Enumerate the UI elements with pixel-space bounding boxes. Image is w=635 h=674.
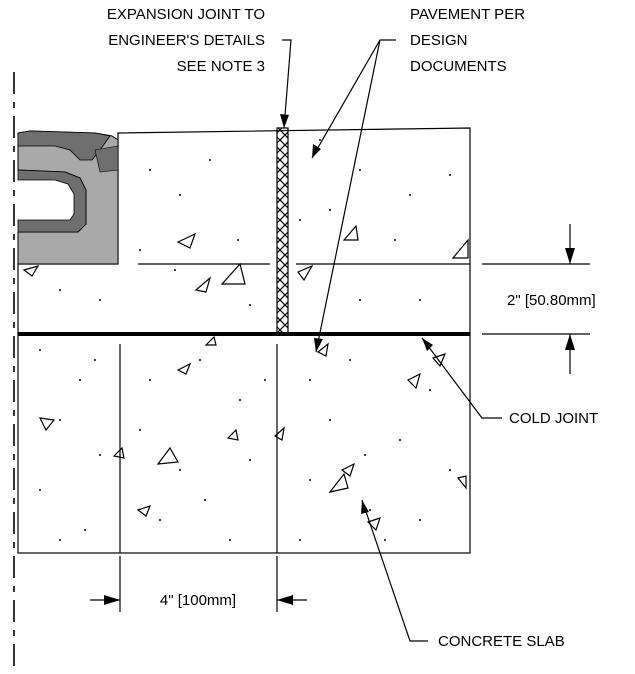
leader-arrowheads — [280, 114, 433, 514]
aggregate-texture — [39, 139, 451, 541]
casting-frame — [17, 130, 119, 265]
pavement-label-line-2: DESIGN — [410, 32, 468, 49]
cold-joint-label: COLD JOINT — [509, 410, 598, 427]
pavement-label-line-1: PAVEMENT PER — [410, 6, 525, 23]
expansion-joint-label-line-2: ENGINEER'S DETAILS — [108, 32, 265, 49]
aggregate-stones — [22, 224, 469, 532]
horizontal-dimension — [90, 556, 307, 612]
vertical-dimension — [482, 224, 590, 374]
expansion-joint — [276, 127, 289, 335]
leader-lines — [282, 39, 502, 642]
expansion-joint-label-line-1: EXPANSION JOINT TO — [107, 6, 265, 23]
concrete-slab — [17, 333, 471, 554]
vertical-dimension-label: 2" [50.80mm] — [507, 292, 596, 309]
concrete-slab-label: CONCRETE SLAB — [438, 633, 565, 650]
pavement-label-line-3: DOCUMENTS — [410, 58, 507, 75]
reinforcement-lines — [119, 263, 470, 553]
horizontal-dimension-label: 4" [100mm] — [160, 592, 236, 609]
expansion-joint-label-line-3: SEE NOTE 3 — [177, 58, 265, 75]
